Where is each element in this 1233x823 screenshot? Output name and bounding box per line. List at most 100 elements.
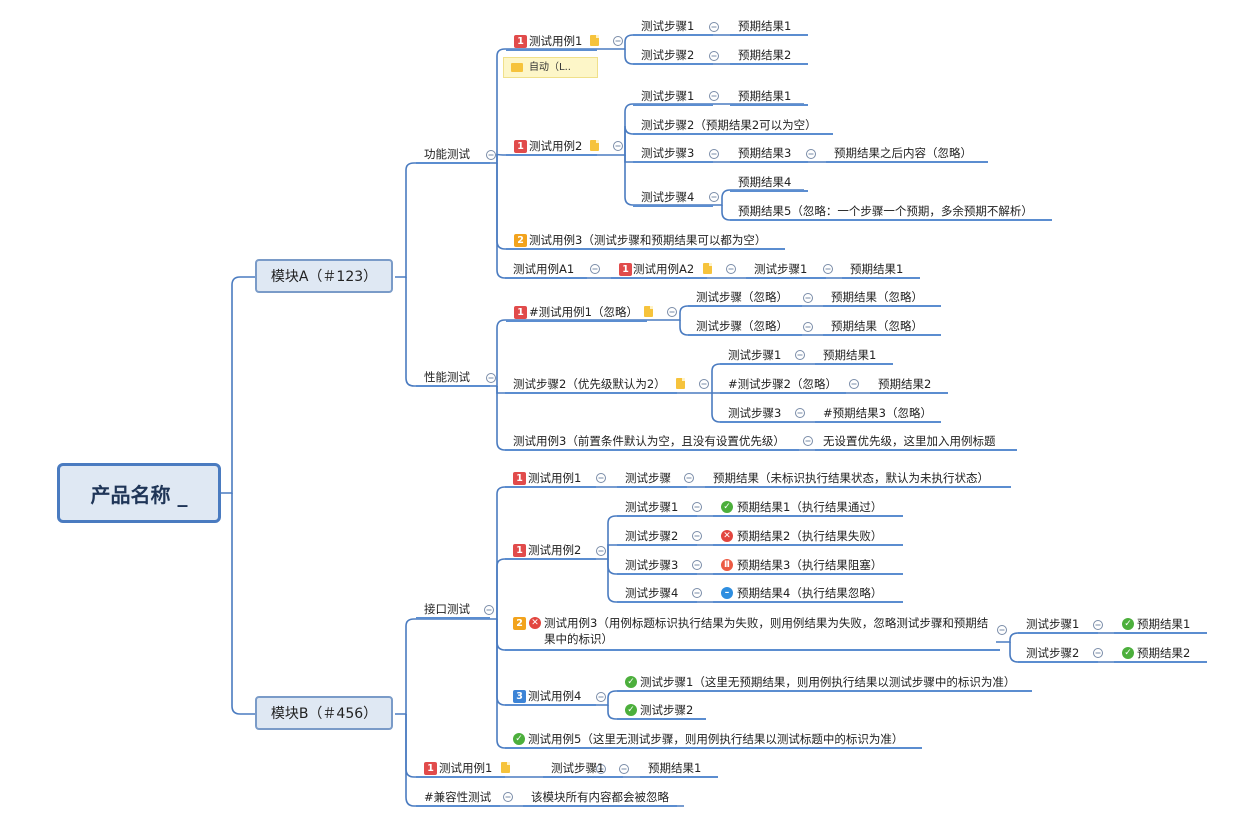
node-c2-s3[interactable]: 测试步骤3 (641, 146, 695, 160)
node-i3-r1[interactable]: 预期结果1 (1137, 617, 1191, 631)
node-c1-r1[interactable]: 预期结果1 (738, 19, 792, 33)
node-c2-s4[interactable]: 测试步骤4 (641, 190, 695, 204)
root-node[interactable]: 产品名称 _ (57, 463, 221, 523)
collapse-toggle-icon[interactable] (709, 51, 719, 61)
note-icon[interactable] (644, 306, 653, 317)
node-p2[interactable]: 测试步骤2（优先级默认为2） (513, 377, 666, 391)
note-icon[interactable] (703, 263, 712, 274)
node-a1[interactable]: 测试用例A1 (513, 262, 575, 276)
node-i2-s4[interactable]: 测试步骤4 (625, 586, 679, 600)
node-c1-r2[interactable]: 预期结果2 (738, 48, 792, 62)
node-jr-note[interactable]: 该模块所有内容都会被忽略 (531, 790, 669, 804)
collapse-toggle-icon[interactable] (667, 307, 677, 317)
node-p3[interactable]: 测试用例3（前置条件默认为空，且没有设置优先级） (513, 434, 785, 448)
collapse-toggle-icon[interactable] (709, 91, 719, 101)
node-b1-s[interactable]: 测试步骤1 (551, 761, 605, 775)
node-i3-r2[interactable]: 预期结果2 (1137, 646, 1191, 660)
collapse-toggle-icon[interactable] (619, 764, 629, 774)
node-i4[interactable]: 测试用例4 (528, 689, 582, 703)
node-a2-s1[interactable]: 测试步骤1 (754, 262, 808, 276)
collapse-toggle-icon[interactable] (709, 192, 719, 202)
collapse-toggle-icon[interactable] (484, 605, 494, 615)
node-c2-r3x[interactable]: 预期结果之后内容（忽略） (834, 146, 972, 160)
collapse-toggle-icon[interactable] (692, 531, 702, 541)
collapse-toggle-icon[interactable] (699, 379, 709, 389)
node-i3-s1[interactable]: 测试步骤1 (1026, 617, 1080, 631)
node-i3-s2[interactable]: 测试步骤2 (1026, 646, 1080, 660)
collapse-toggle-icon[interactable] (849, 379, 859, 389)
collapse-toggle-icon[interactable] (1093, 648, 1103, 658)
node-c1[interactable]: 测试用例1 (529, 34, 583, 48)
node-i4-s2[interactable]: 测试步骤2 (640, 703, 694, 717)
node-p1-s1[interactable]: 测试步骤（忽略） (696, 290, 788, 304)
collapse-toggle-icon[interactable] (503, 792, 513, 802)
node-i1-r[interactable]: 预期结果（未标识执行结果状态，默认为未执行状态） (713, 471, 989, 485)
node-p2-r1[interactable]: 预期结果1 (823, 348, 877, 362)
node-p2-s2[interactable]: #测试步骤2（忽略） (728, 377, 837, 391)
collapse-toggle-icon[interactable] (803, 322, 813, 332)
node-i5[interactable]: 测试用例5（这里无测试步骤，则用例执行结果以测试标题中的标识为准） (528, 732, 904, 746)
collapse-toggle-icon[interactable] (795, 408, 805, 418)
collapse-toggle-icon[interactable] (613, 36, 623, 46)
node-jr[interactable]: #兼容性测试 (424, 790, 492, 804)
node-i2-s2[interactable]: 测试步骤2 (625, 529, 679, 543)
node-i4-s1[interactable]: 测试步骤1（这里无预期结果，则用例执行结果以测试步骤中的标识为准） (640, 675, 1016, 689)
collapse-toggle-icon[interactable] (997, 625, 1007, 635)
node-jk[interactable]: 接口测试 (424, 602, 470, 616)
node-c1-s2[interactable]: 测试步骤2 (641, 48, 695, 62)
collapse-toggle-icon[interactable] (692, 502, 702, 512)
collapse-toggle-icon[interactable] (803, 436, 813, 446)
node-i2-r1[interactable]: 预期结果1（执行结果通过） (737, 500, 883, 514)
node-i3[interactable]: 测试用例3（用例标题标识执行结果为失败，则用例结果为失败，忽略测试步骤和预期结果… (544, 616, 989, 646)
node-c2-s1[interactable]: 测试步骤1 (641, 89, 695, 103)
collapse-toggle-icon[interactable] (806, 149, 816, 159)
collapse-toggle-icon[interactable] (486, 150, 496, 160)
node-c2-r1[interactable]: 预期结果1 (738, 89, 792, 103)
collapse-toggle-icon[interactable] (803, 293, 813, 303)
node-i2-r4[interactable]: 预期结果4（执行结果忽略） (737, 586, 883, 600)
note-icon[interactable] (590, 35, 599, 46)
collapse-toggle-icon[interactable] (590, 264, 600, 274)
collapse-toggle-icon[interactable] (486, 373, 496, 383)
collapse-toggle-icon[interactable] (709, 22, 719, 32)
node-i2[interactable]: 测试用例2 (528, 543, 582, 557)
node-b1-r[interactable]: 预期结果1 (648, 761, 702, 775)
node-p2-r3[interactable]: #预期结果3（忽略） (823, 406, 932, 420)
node-p2-s3[interactable]: 测试步骤3 (728, 406, 782, 420)
node-i2-r3[interactable]: 预期结果3（执行结果阻塞） (737, 558, 883, 572)
node-c2-r3[interactable]: 预期结果3 (738, 146, 792, 160)
module-a-node[interactable]: 模块A（＃123） (255, 259, 393, 293)
node-p2-r2[interactable]: 预期结果2 (878, 377, 932, 391)
collapse-toggle-icon[interactable] (596, 692, 606, 702)
node-i1-s[interactable]: 测试步骤 (625, 471, 671, 485)
node-c1-s1[interactable]: 测试步骤1 (641, 19, 695, 33)
collapse-toggle-icon[interactable] (596, 473, 606, 483)
node-a2-r1[interactable]: 预期结果1 (850, 262, 904, 276)
node-p1-r1[interactable]: 预期结果（忽略） (831, 290, 923, 304)
collapse-toggle-icon[interactable] (823, 264, 833, 274)
node-c3[interactable]: 测试用例3（测试步骤和预期结果可以都为空） (529, 233, 767, 247)
note-icon[interactable] (590, 140, 599, 151)
note-icon[interactable] (676, 378, 685, 389)
node-i2-s1[interactable]: 测试步骤1 (625, 500, 679, 514)
note-callout[interactable]: 自动（L.. (503, 57, 598, 78)
node-i1[interactable]: 测试用例1 (528, 471, 582, 485)
collapse-toggle-icon[interactable] (613, 141, 623, 151)
node-p2-s1[interactable]: 测试步骤1 (728, 348, 782, 362)
node-b1[interactable]: 测试用例1 (439, 761, 493, 775)
node-gn[interactable]: 功能测试 (424, 147, 470, 161)
node-p1-r2[interactable]: 预期结果（忽略） (831, 319, 923, 333)
note-icon[interactable] (501, 762, 510, 773)
node-p3-r[interactable]: 无设置优先级，这里加入用例标题 (823, 434, 996, 448)
node-c2-r5[interactable]: 预期结果5（忽略：一个步骤一个预期，多余预期不解析） (738, 204, 1033, 218)
collapse-toggle-icon[interactable] (726, 264, 736, 274)
module-b-node[interactable]: 模块B（＃456） (255, 696, 393, 730)
collapse-toggle-icon[interactable] (692, 588, 702, 598)
collapse-toggle-icon[interactable] (684, 473, 694, 483)
node-a2[interactable]: 测试用例A2 (633, 262, 695, 276)
collapse-toggle-icon[interactable] (795, 350, 805, 360)
collapse-toggle-icon[interactable] (692, 560, 702, 570)
collapse-toggle-icon[interactable] (596, 546, 606, 556)
node-xn[interactable]: 性能测试 (424, 370, 470, 384)
collapse-toggle-icon[interactable] (1093, 620, 1103, 630)
